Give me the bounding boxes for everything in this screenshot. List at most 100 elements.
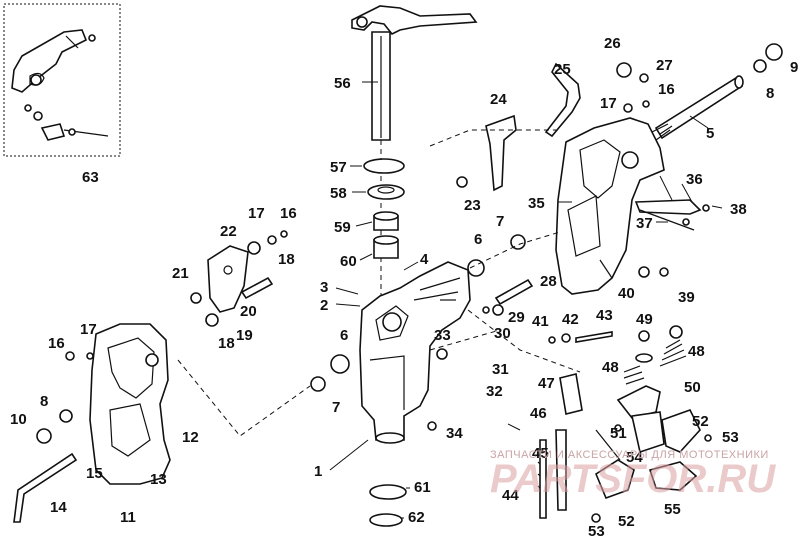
callout-13: 13 xyxy=(150,471,167,488)
callout-12: 12 xyxy=(182,429,199,446)
callout-53b: 53 xyxy=(588,523,605,539)
callout-8a: 8 xyxy=(766,85,774,102)
watermark-brand: PARTSFOR.RU xyxy=(490,457,776,501)
callout-61: 61 xyxy=(414,479,431,496)
inset-box-63 xyxy=(3,3,121,157)
callout-57: 57 xyxy=(330,159,347,176)
callout-11: 11 xyxy=(120,509,136,526)
lower-linkage xyxy=(537,373,701,519)
link-36 xyxy=(634,199,702,215)
lever-25 xyxy=(544,62,581,138)
stern-bracket-right xyxy=(555,117,665,295)
rod-14 xyxy=(13,452,78,523)
callout-4: 4 xyxy=(420,251,429,268)
callout-23: 23 xyxy=(464,197,481,214)
lever-24 xyxy=(485,114,517,192)
callout-58: 58 xyxy=(330,185,347,202)
callout-18a: 18 xyxy=(278,251,295,268)
callout-17c: 17 xyxy=(600,95,617,112)
callout-1: 1 xyxy=(314,463,322,480)
callout-32: 32 xyxy=(486,383,503,400)
callout-7b: 7 xyxy=(332,399,340,416)
callout-56: 56 xyxy=(334,75,351,92)
callout-9: 9 xyxy=(790,59,798,76)
callout-6b: 6 xyxy=(340,327,348,344)
callout-33: 33 xyxy=(434,327,451,344)
plate-22 xyxy=(207,245,249,313)
swivel-bracket xyxy=(359,261,471,444)
callout-17a: 17 xyxy=(248,205,265,222)
callout-22: 22 xyxy=(220,223,237,240)
assembly-lines xyxy=(177,129,581,437)
callout-15: 15 xyxy=(86,465,103,482)
callout-60: 60 xyxy=(340,253,357,270)
callout-6a: 6 xyxy=(474,231,482,248)
pin-28 xyxy=(494,278,534,306)
callout-21: 21 xyxy=(172,265,189,282)
callout-16a: 16 xyxy=(280,205,297,222)
callout-42: 42 xyxy=(562,311,579,328)
callout-38: 38 xyxy=(730,201,747,218)
callout-62: 62 xyxy=(408,509,425,526)
spring-48-left xyxy=(623,365,645,385)
callout-29: 29 xyxy=(508,309,525,326)
callout-52b: 52 xyxy=(618,513,635,530)
callout-36: 36 xyxy=(686,171,703,188)
callout-49: 49 xyxy=(636,311,653,328)
callout-8b: 8 xyxy=(40,393,48,410)
washer-58 xyxy=(367,184,405,200)
seal-ring-57 xyxy=(363,158,405,174)
watermark: ЗАПЧАСТИ И АКСЕССУАРЫ ДЛЯ МОТОТЕХНИКИ PA… xyxy=(490,449,776,501)
callout-41: 41 xyxy=(532,313,549,330)
callout-31: 31 xyxy=(492,361,509,378)
callout-10: 10 xyxy=(10,411,27,428)
callout-7a: 7 xyxy=(496,213,504,230)
callout-26: 26 xyxy=(604,35,621,52)
callout-48b: 48 xyxy=(602,359,619,376)
callout-labels: 1 2 3 4 5 6 6 7 7 8 8 9 10 11 12 13 14 1… xyxy=(10,35,798,539)
tilt-tube xyxy=(651,75,744,141)
callout-leaders xyxy=(350,81,723,519)
callout-16c: 16 xyxy=(658,81,675,98)
callout-18b: 18 xyxy=(218,335,235,352)
callout-51: 51 xyxy=(610,425,627,442)
callout-53a: 53 xyxy=(722,429,739,446)
callout-45: 45 xyxy=(532,445,549,462)
callout-14: 14 xyxy=(50,499,67,516)
callout-24: 24 xyxy=(490,91,507,108)
spring-48-right xyxy=(659,339,687,367)
callout-59: 59 xyxy=(334,219,351,236)
callout-17b: 17 xyxy=(80,321,97,338)
pin-43 xyxy=(575,331,613,343)
callout-44: 44 xyxy=(502,487,519,504)
callout-35: 35 xyxy=(528,195,545,212)
leader-lines xyxy=(329,115,709,471)
callout-37: 37 xyxy=(636,215,653,232)
stern-bracket-left xyxy=(89,323,171,485)
callout-39: 39 xyxy=(678,289,695,306)
callout-47: 47 xyxy=(538,375,555,392)
callout-46: 46 xyxy=(530,405,547,422)
callout-43: 43 xyxy=(596,307,613,324)
callout-48a: 48 xyxy=(688,343,705,360)
callout-20: 20 xyxy=(240,303,257,320)
callout-52a: 52 xyxy=(692,413,709,430)
callout-3: 3 xyxy=(320,279,328,296)
callout-55: 55 xyxy=(664,501,681,518)
callout-27: 27 xyxy=(656,57,673,74)
plate-50 xyxy=(616,385,661,419)
callout-40: 40 xyxy=(618,285,635,302)
callout-25: 25 xyxy=(554,61,571,78)
callout-63: 63 xyxy=(82,169,99,186)
callout-5: 5 xyxy=(706,125,714,142)
callout-2: 2 xyxy=(320,297,328,314)
callout-19: 19 xyxy=(236,327,253,344)
callout-30: 30 xyxy=(494,325,511,342)
small-hardware xyxy=(36,43,783,523)
callout-16b: 16 xyxy=(48,335,65,352)
callout-54: 54 xyxy=(626,449,643,466)
watermark-caption: ЗАПЧАСТИ И АКСЕССУАРЫ ДЛЯ МОТОТЕХНИКИ xyxy=(490,449,769,461)
callout-34: 34 xyxy=(446,425,463,442)
ring-61 xyxy=(369,484,407,500)
